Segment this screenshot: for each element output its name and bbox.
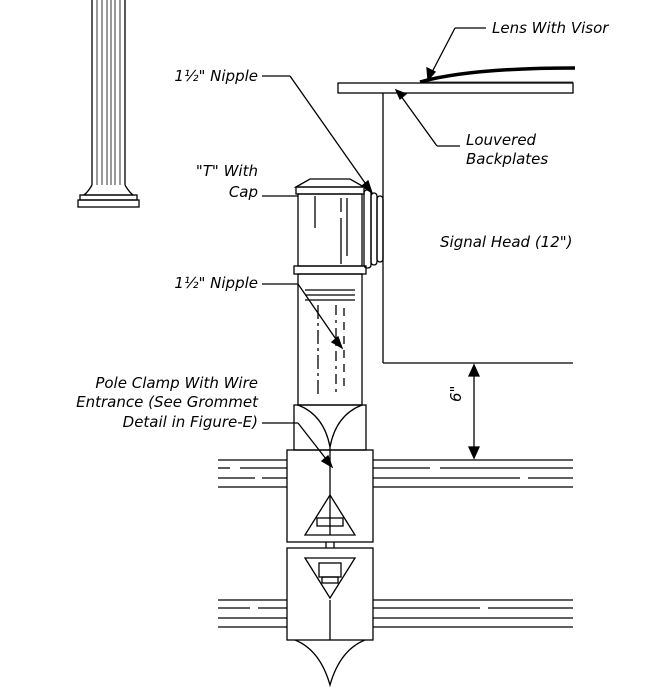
fluted-pole bbox=[77, 0, 140, 208]
lower-nipple bbox=[297, 273, 363, 406]
label-clamp-line3: Detail in Figure-E) bbox=[122, 413, 258, 431]
dimension-line bbox=[467, 363, 481, 460]
label-tee-line1: "T" With bbox=[195, 162, 258, 180]
label-signal-head: Signal Head (12") bbox=[440, 233, 573, 251]
label-clamp-line2: Entrance (See Grommet bbox=[76, 393, 258, 411]
label-nipple-bottom: 1½" Nipple bbox=[174, 274, 258, 292]
pole-clamp-lower bbox=[286, 547, 374, 688]
label-dimension: 6" bbox=[447, 385, 465, 402]
pole-lines bbox=[218, 459, 573, 628]
label-clamp-line1: Pole Clamp With Wire bbox=[95, 374, 258, 392]
label-nipple-top: 1½" Nipple bbox=[174, 67, 258, 85]
label-louvered-line2: Backplates bbox=[466, 150, 549, 168]
label-lens-with-visor: Lens With Visor bbox=[492, 19, 609, 37]
backplate-rings bbox=[363, 189, 384, 269]
lens-visor bbox=[337, 66, 576, 94]
label-louvered-line1: Louvered bbox=[466, 131, 537, 149]
label-tee-line2: Cap bbox=[228, 183, 258, 201]
leader-lines bbox=[262, 27, 486, 469]
tee-with-cap bbox=[293, 178, 367, 275]
